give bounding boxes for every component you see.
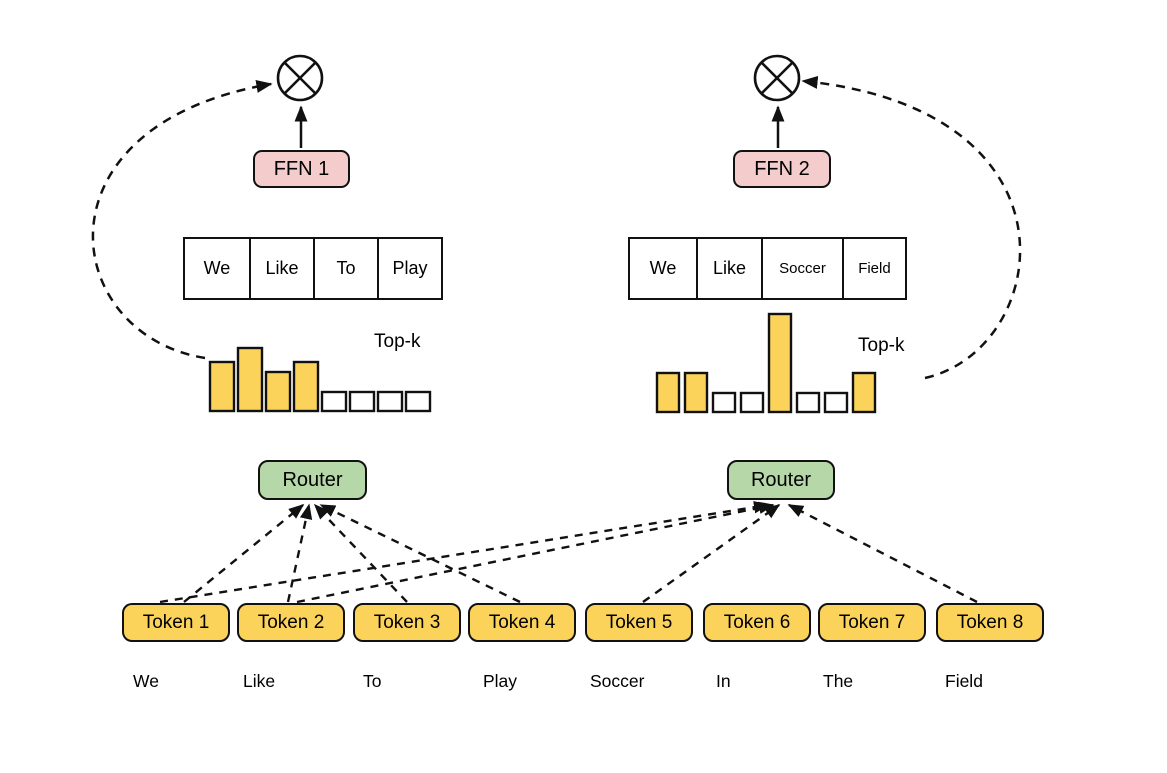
word-cell: To	[312, 239, 377, 298]
expert-1-word-table: We Like To Play	[183, 237, 443, 300]
multiply-icon-2	[753, 54, 801, 102]
token-label: Token 8	[956, 611, 1024, 633]
token-box-1: Token 1	[122, 603, 230, 642]
expert-2-score-bar-2	[683, 371, 709, 414]
expert-1-score-bar-7	[376, 390, 404, 413]
topk-label-right: Top-k	[858, 335, 905, 356]
routing-edge-token5-router2	[642, 504, 781, 603]
routing-edge-token1-router2	[159, 501, 770, 604]
expert-2-score-bar-3	[711, 391, 737, 414]
multiply-icon-1	[276, 54, 324, 102]
router-1-label: Router	[282, 468, 343, 491]
token-label: Token 4	[488, 611, 556, 633]
token-word: The	[823, 671, 854, 691]
word-cell-label: Like	[265, 258, 299, 278]
token-box-5: Token 5	[585, 603, 693, 642]
word-cell-label: Soccer	[779, 260, 826, 277]
gate-weight-arrow-1	[91, 80, 273, 360]
expert-2-score-bar-7	[823, 391, 849, 414]
token-label: Token 2	[257, 611, 325, 633]
word-cell: We	[630, 239, 696, 298]
gate-weight-arrow-2	[801, 76, 1022, 380]
expert-1-score-bar-4	[292, 360, 320, 413]
expert-1-score-bar-8	[404, 390, 432, 413]
routing-edge-token8-router2	[787, 503, 978, 604]
expert-2-score-bar-5	[767, 312, 793, 414]
token-label: Token 6	[723, 611, 791, 633]
token-label: Token 7	[838, 611, 906, 633]
word-cell-label: We	[649, 258, 677, 278]
word-cell-label: Like	[713, 258, 747, 278]
ffn-2-label: FFN 2	[754, 157, 810, 180]
token-box-3: Token 3	[353, 603, 461, 642]
word-cell-label: Field	[858, 260, 891, 277]
token-box-7: Token 7	[818, 603, 926, 642]
expert-1-score-bar-6	[348, 390, 376, 413]
router-1-box: Router	[258, 460, 367, 500]
routing-edge-token4-router1	[319, 503, 521, 604]
router-2-box: Router	[727, 460, 835, 500]
expert-2-score-bar-1	[655, 371, 681, 414]
token-label: Token 3	[373, 611, 441, 633]
word-cell: Play	[377, 239, 441, 298]
token-box-6: Token 6	[703, 603, 811, 642]
expert-2-score-bar-8	[851, 371, 877, 414]
topk-label-left: Top-k	[374, 331, 421, 352]
expert-2-score-bar-6	[795, 391, 821, 414]
expert-2-score-bar-4	[739, 391, 765, 414]
ffn-2-box: FFN 2	[733, 150, 831, 188]
token-label: Token 1	[142, 611, 210, 633]
routing-edge-token2-router2	[296, 501, 775, 604]
token-word: Like	[243, 671, 276, 691]
expert-1-score-bar-3	[264, 370, 292, 413]
router-2-label: Router	[750, 468, 812, 491]
token-box-4: Token 4	[468, 603, 576, 642]
ffn-1-label: FFN 1	[273, 157, 330, 180]
token-word: To	[363, 671, 382, 691]
expert-1-score-bar-2	[236, 346, 264, 413]
word-cell: Like	[696, 239, 761, 298]
ffn-1-box: FFN 1	[253, 150, 350, 188]
word-cell: Like	[248, 239, 313, 298]
token-word: Field	[945, 671, 983, 691]
routing-edge-token3-router1	[313, 503, 408, 603]
word-cell: We	[185, 239, 249, 298]
token-word: We	[133, 671, 159, 691]
token-box-8: Token 8	[936, 603, 1044, 642]
token-box-2: Token 2	[237, 603, 345, 642]
word-cell-label: We	[203, 258, 231, 278]
word-cell: Field	[841, 239, 905, 298]
expert-2-word-table: We Like Soccer Field	[628, 237, 907, 300]
word-cell-label: Play	[392, 258, 428, 278]
token-label: Token 5	[605, 611, 673, 633]
token-word: In	[716, 671, 731, 691]
token-word: Soccer	[590, 671, 645, 691]
routing-edge-token2-router1	[286, 503, 313, 603]
word-cell-label: To	[336, 258, 356, 278]
word-cell: Soccer	[761, 239, 842, 298]
expert-1-score-bar-1	[208, 360, 236, 413]
expert-1-score-bar-5	[320, 390, 348, 413]
token-word: Play	[483, 671, 518, 691]
routing-edge-token1-router1	[183, 504, 305, 603]
